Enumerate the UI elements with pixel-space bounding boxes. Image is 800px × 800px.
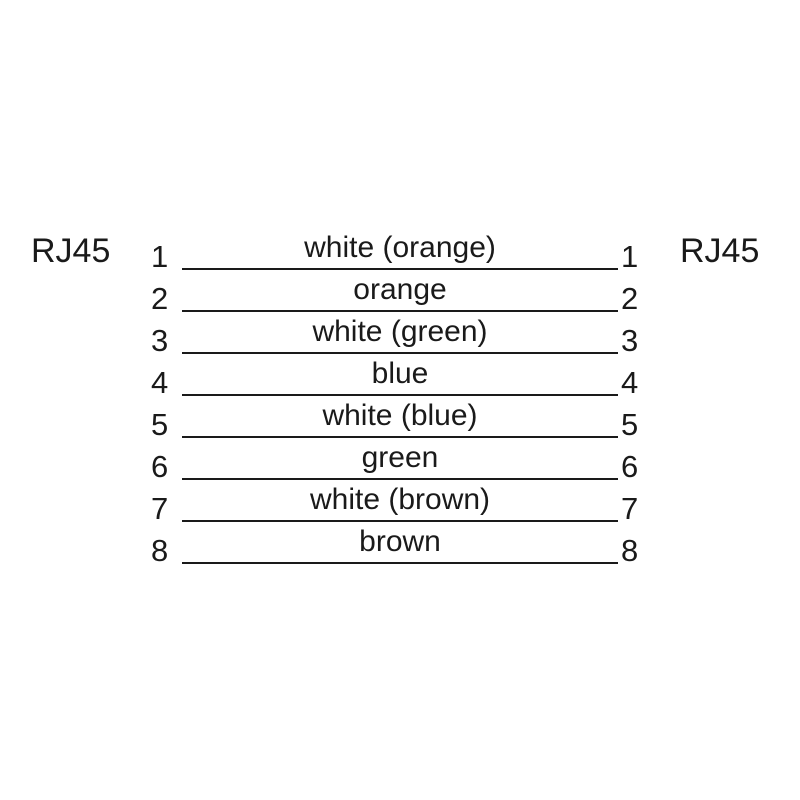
pin-number-right: 3 bbox=[621, 323, 639, 358]
wire-line bbox=[182, 394, 618, 396]
pin-number-left: 5 bbox=[151, 407, 169, 442]
pin-number-right: 1 bbox=[621, 239, 639, 274]
pin-number-left: 7 bbox=[151, 491, 169, 526]
pin-number-left: 3 bbox=[151, 323, 169, 358]
connector-label-left: RJ45 bbox=[31, 232, 111, 270]
wire-line bbox=[182, 310, 618, 312]
pin-number-left: 2 bbox=[151, 281, 169, 316]
pin-number-left: 1 bbox=[151, 239, 169, 274]
pin-number-left: 6 bbox=[151, 449, 169, 484]
wire-color-label: white (brown) bbox=[309, 483, 491, 516]
wire-line bbox=[182, 436, 618, 438]
wire-line bbox=[182, 268, 618, 270]
wire-color-label: white (blue) bbox=[322, 399, 478, 432]
pin-number-right: 7 bbox=[621, 491, 639, 526]
wire-color-label: white (orange) bbox=[304, 231, 496, 264]
pin-number-right: 2 bbox=[621, 281, 639, 316]
pin-number-right: 5 bbox=[621, 407, 639, 442]
pin-number-right: 6 bbox=[621, 449, 639, 484]
wire-color-label: orange bbox=[353, 273, 447, 306]
pin-number-right: 8 bbox=[621, 533, 639, 568]
pin-number-left: 4 bbox=[151, 365, 169, 400]
wire-line bbox=[182, 478, 618, 480]
wire-line bbox=[182, 520, 618, 522]
wire-color-label: blue bbox=[371, 357, 429, 390]
wire-line bbox=[182, 562, 618, 564]
pin-number-right: 4 bbox=[621, 365, 639, 400]
pin-number-left: 8 bbox=[151, 533, 169, 568]
wire-line bbox=[182, 352, 618, 354]
wire-color-label: white (green) bbox=[312, 315, 488, 348]
connector-label-right: RJ45 bbox=[680, 232, 760, 270]
wire-color-label: brown bbox=[359, 525, 441, 558]
wire-color-label: green bbox=[361, 441, 439, 474]
